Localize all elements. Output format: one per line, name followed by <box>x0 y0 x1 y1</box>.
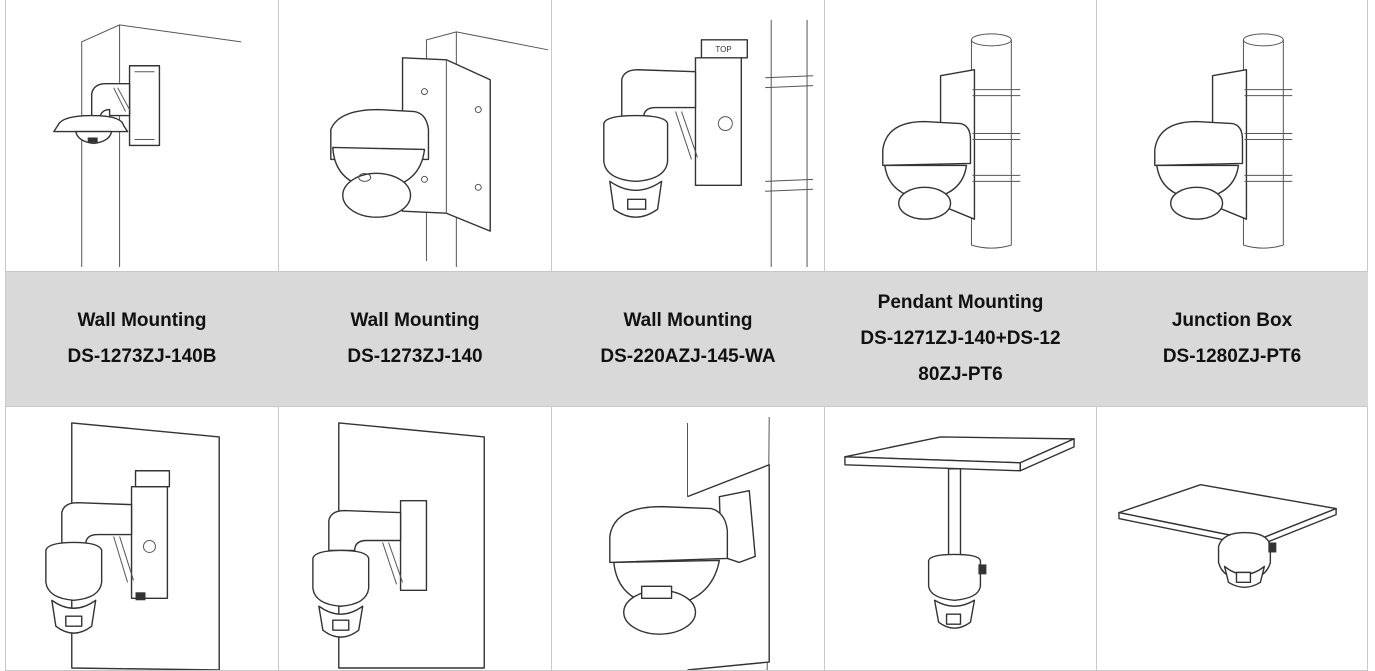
flat-wall-mount-illustration <box>312 422 485 669</box>
pole-mount-illustration <box>882 33 1021 249</box>
image-wall-bracket-mount <box>552 407 825 671</box>
mounting-options-table: TOP <box>5 0 1368 671</box>
caption-model: DS-1273ZJ-140 <box>347 346 483 367</box>
caption-title: Junction Box <box>1171 310 1293 331</box>
caption-wall-mounting-140: Wall Mounting DS-1273ZJ-140 <box>279 272 552 407</box>
image-flat-wall-junction-mount <box>6 407 279 671</box>
caption-model-line2: 80ZJ-PT6 <box>918 364 1003 385</box>
caption-title: Wall Mounting <box>623 310 753 331</box>
image-pole-wall-mount: TOP <box>552 0 825 272</box>
image-flat-wall-mount <box>279 407 552 671</box>
image-corner-wall-mount-b <box>6 0 279 272</box>
image-corner-wall-mount <box>279 0 552 272</box>
caption-model: DS-1280ZJ-PT6 <box>1162 346 1302 367</box>
caption-title: Pendant Mounting <box>877 292 1044 313</box>
ceiling-junction-mount-illustration <box>1118 484 1337 589</box>
caption-pendant-mounting: Pendant Mounting DS-1271ZJ-140+DS-12 80Z… <box>825 272 1097 407</box>
image-ceiling-junction-mount <box>1097 407 1368 671</box>
pendant-mount-illustration <box>844 436 1075 629</box>
caption-model: DS-220AZJ-145-WA <box>600 346 776 367</box>
corner-wall-mount-illustration <box>330 31 549 268</box>
pole-mount-illustration <box>1154 33 1293 249</box>
caption-junction-box: Junction Box DS-1280ZJ-PT6 <box>1097 272 1368 407</box>
caption-model: DS-1273ZJ-140B <box>67 346 217 367</box>
caption-title: Wall Mounting <box>77 310 207 331</box>
caption-wall-mounting-140b: Wall Mounting DS-1273ZJ-140B <box>6 272 279 407</box>
caption-title: Wall Mounting <box>350 310 480 331</box>
image-pendant-mount <box>825 407 1097 671</box>
caption-model-line1: DS-1271ZJ-140+DS-12 <box>860 328 1061 349</box>
corner-wall-mount-illustration <box>53 24 242 268</box>
image-pole-mount-junction <box>1097 0 1368 272</box>
wall-bracket-mount-illustration <box>609 416 770 670</box>
image-pole-mount-pendant <box>825 0 1097 272</box>
flat-wall-mount-illustration <box>45 422 220 670</box>
pole-wall-mount-illustration: TOP <box>603 19 814 268</box>
svg-text:TOP: TOP <box>715 45 731 54</box>
caption-wall-mounting-145-wa: Wall Mounting DS-220AZJ-145-WA <box>552 272 825 407</box>
